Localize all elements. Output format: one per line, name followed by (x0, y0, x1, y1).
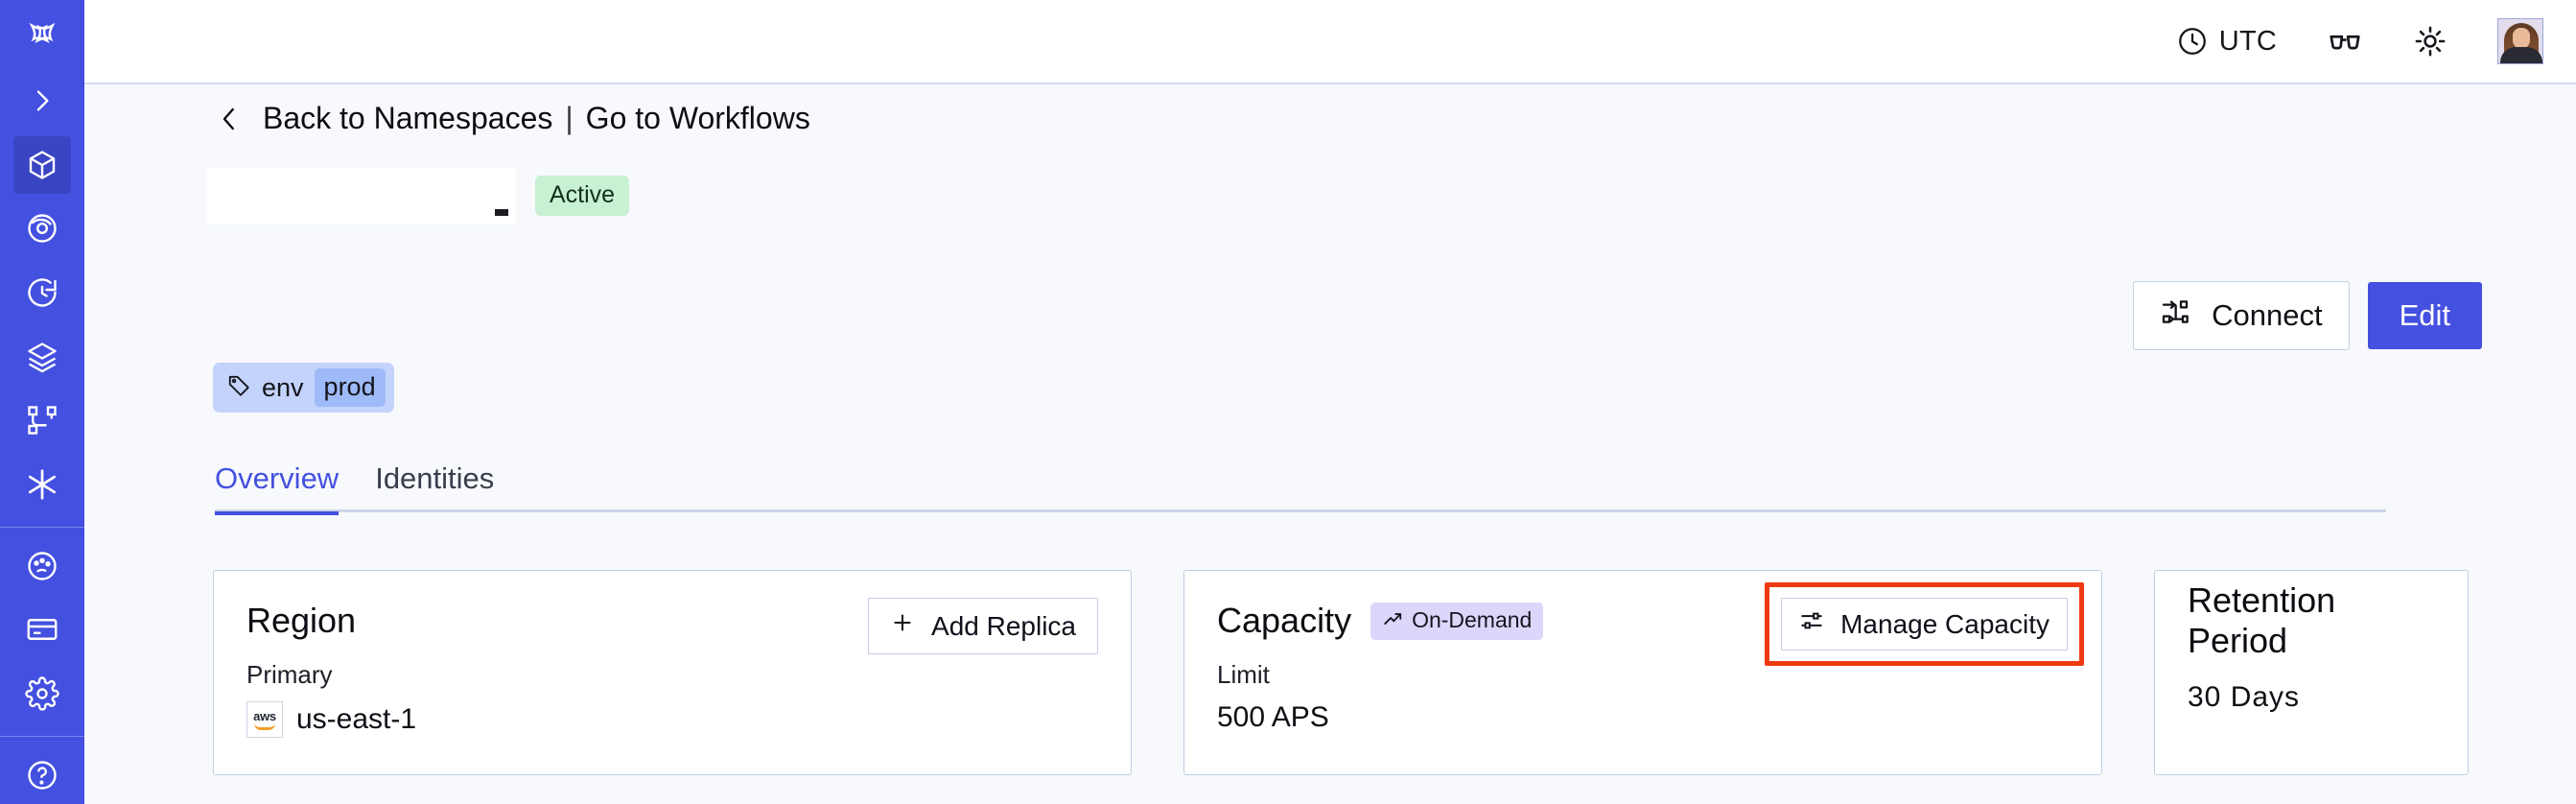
on-demand-badge: On-Demand (1370, 602, 1544, 640)
connect-button-label: Connect (2212, 298, 2323, 332)
connect-icon (2160, 296, 2190, 335)
page-title (207, 168, 495, 224)
page-title-redaction (495, 168, 516, 224)
help-icon (25, 758, 59, 792)
region-value-row: aws us-east-1 (246, 701, 1098, 738)
aws-logo-text: aws (253, 708, 276, 723)
eye-icon (25, 211, 59, 246)
manage-capacity-label: Manage Capacity (1840, 608, 2049, 639)
sidebar-item-namespaces[interactable] (13, 135, 71, 194)
gauge-icon (25, 549, 59, 583)
overview-cards: Region Primary aws us-east-1 Add Replica… (213, 570, 2469, 775)
header-actions: Connect Edit (2133, 281, 2482, 350)
glasses-icon (2327, 23, 2363, 59)
sun-icon (2413, 24, 2447, 59)
edit-button[interactable]: Edit (2367, 282, 2482, 349)
region-card-header: Region (246, 599, 1098, 643)
card-icon (25, 612, 59, 647)
retention-card-title: Retention Period (2188, 580, 2336, 660)
tab-bar: Overview Identities (215, 459, 2386, 515)
aws-logo-swoosh (254, 723, 275, 730)
capacity-card-title: Capacity (1217, 601, 1352, 640)
sidebar-item-usage[interactable] (13, 537, 71, 595)
sidebar-item-schedules[interactable] (13, 264, 71, 321)
namespace-tags: env prod (213, 363, 394, 413)
sidebar-item-observability[interactable] (13, 200, 71, 257)
region-value: us-east-1 (296, 703, 417, 735)
timezone-label: UTC (2218, 25, 2277, 57)
breadcrumb-back-link[interactable]: Back to Namespaces (263, 101, 553, 135)
namespace-title-row: Active (207, 168, 630, 224)
sidebar-divider-1 (0, 526, 84, 528)
aws-logo: aws (246, 701, 283, 738)
add-replica-label: Add Replica (931, 610, 1076, 641)
capacity-limit-label: Limit (1217, 660, 1270, 689)
avatar-body (2500, 47, 2542, 63)
primary-sidebar (0, 0, 84, 804)
sidebar-item-expand[interactable] (13, 72, 71, 130)
tag-key: env (262, 372, 304, 402)
theme-toggle-button[interactable] (2413, 24, 2447, 59)
sidebar-item-billing[interactable] (13, 601, 71, 658)
tag-icon (226, 373, 251, 403)
top-bar: UTC (84, 0, 2576, 84)
manage-capacity-highlight: Manage Capacity (1765, 582, 2084, 666)
sidebar-item-help[interactable] (13, 746, 71, 804)
add-replica-button[interactable]: Add Replica (868, 598, 1098, 654)
tab-overview[interactable]: Overview (215, 461, 340, 515)
sidebar-item-nexus[interactable] (13, 456, 71, 513)
breadcrumb-workflows-link[interactable]: Go to Workflows (585, 101, 810, 135)
avatar-face (2513, 28, 2530, 49)
avatar[interactable] (2497, 18, 2543, 64)
retention-value: 30 Days (2188, 681, 2301, 713)
logo-icon (23, 18, 61, 57)
status-badge: Active (535, 176, 630, 216)
sidebar-item-settings[interactable] (13, 665, 71, 722)
trend-up-icon (1382, 608, 1403, 633)
timezone-selector[interactable]: UTC (2176, 25, 2277, 58)
chevron-left-icon[interactable] (215, 105, 244, 133)
tab-identities[interactable]: Identities (375, 461, 494, 512)
history-icon (25, 275, 59, 310)
retention-card-header: Retention Period (2188, 580, 2435, 660)
workflow-icon (25, 403, 59, 437)
tag-value: prod (314, 368, 386, 407)
connect-button[interactable]: Connect (2133, 281, 2350, 350)
plus-icon (890, 610, 915, 642)
capacity-card: Capacity On-Demand Limit 500 APS (1183, 570, 2102, 775)
retention-period-card: Retention Period 30 Days (2154, 570, 2469, 775)
region-card-action: Add Replica (868, 598, 1098, 654)
manage-capacity-button[interactable]: Manage Capacity (1781, 598, 2068, 650)
capacity-card-header: Capacity On-Demand (1217, 599, 2069, 643)
clock-icon (2176, 25, 2209, 58)
sliders-icon (1799, 608, 1824, 640)
region-card-title: Region (246, 601, 357, 640)
sidebar-item-logo[interactable] (13, 9, 71, 66)
capacity-value: 500 APS (1217, 701, 1329, 733)
sidebar-item-batch-operations[interactable] (13, 328, 71, 386)
breadcrumb: Back to Namespaces | Go to Workflows (215, 101, 810, 136)
sidebar-divider-2 (0, 736, 84, 738)
region-primary-label: Primary (246, 660, 333, 689)
tag-chip-env[interactable]: env prod (213, 363, 394, 413)
on-demand-label: On-Demand (1412, 607, 1533, 632)
cube-icon (25, 148, 59, 182)
breadcrumb-separator: | (565, 101, 574, 135)
reading-mode-button[interactable] (2327, 23, 2363, 59)
region-card: Region Primary aws us-east-1 Add Replica (213, 570, 1132, 775)
layers-icon (25, 340, 59, 374)
chevron-right-icon (27, 85, 58, 116)
asterisk-icon (24, 466, 60, 503)
sidebar-item-workflows[interactable] (13, 391, 71, 449)
gear-icon (25, 676, 59, 711)
